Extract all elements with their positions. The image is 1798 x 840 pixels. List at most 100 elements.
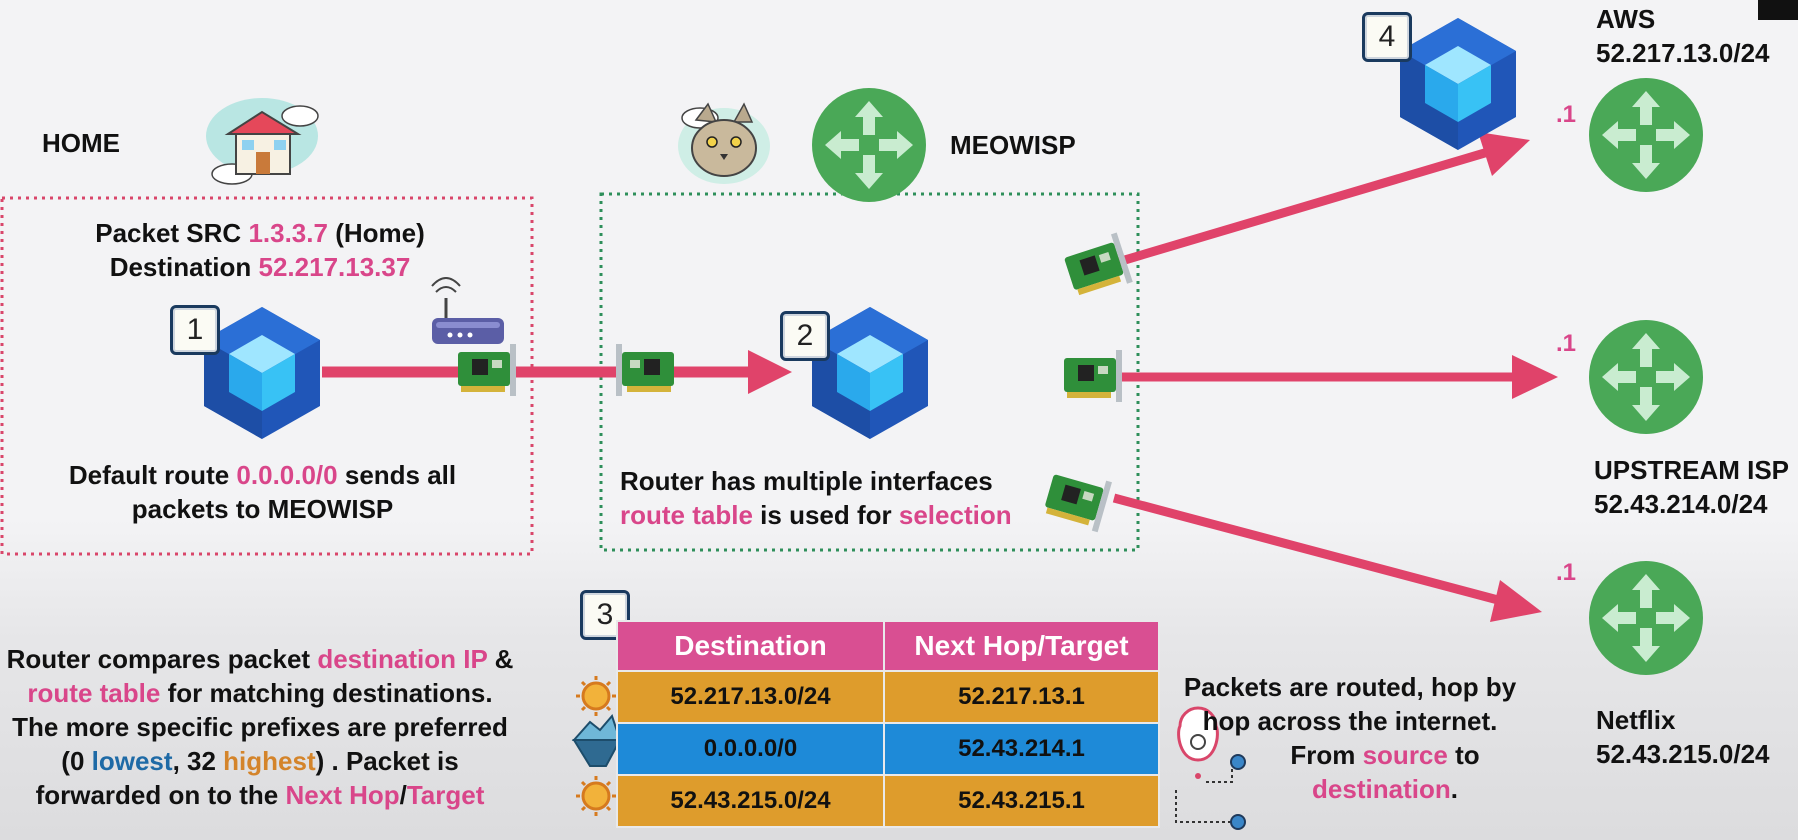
hop-suffix-aws: .1 [1556,101,1577,128]
hop-note-text: . [1450,774,1458,804]
nic-icon [616,344,674,396]
compare-text: forwarded on to the [35,780,279,810]
hop-note-text: From [1290,740,1356,770]
meowisp-router-icon [812,88,926,202]
upstream-cidr: 52.43.214.0/24 [1594,489,1768,519]
netflix-name: Netflix [1596,705,1676,735]
packet-info: Packet SRC 1.3.3.7 (Home) Destination 52… [70,216,450,284]
sun-icon [574,674,618,718]
route-table: Destination Next Hop/Target 52.217.13.0/… [616,620,1160,828]
iceberg-icon [571,714,622,767]
router-note-route-table: route table [620,500,753,530]
compare-route-table: route table [27,678,161,708]
default-route-value: 0.0.0.0/0 [236,460,338,490]
hop-note-source: source [1362,740,1448,770]
router-note-mid: is used for [760,500,892,530]
compare-text: Router compares packet [6,644,311,674]
aws-router-icon [1589,78,1703,192]
route-hop-cell: 52.43.214.1 [883,722,1160,776]
compare-destination-ip: destination IP [317,644,488,674]
table-row: 52.217.13.0/24 52.217.13.1 [616,670,1160,724]
compare-line-1: Router compares packet destination IP & [0,642,520,676]
packet-src-line: Packet SRC 1.3.3.7 (Home) [70,216,450,250]
hop-note-line-1: Packets are routed, hop by [1183,672,1517,702]
route-compare-note: Router compares packet destination IP & … [0,642,520,812]
home-house-icon [206,98,319,185]
hop-note-destination: destination [1312,774,1451,804]
route-table-header: Destination Next Hop/Target [616,620,1160,672]
home-boundary [0,196,534,556]
hop-note-line-2: hop across the internet. [1202,706,1498,736]
nic-icon [1061,232,1133,300]
packet-src-ip: 1.3.3.7 [248,218,328,248]
netflix-label: Netflix 52.43.215.0/24 [1596,703,1770,771]
compare-target: Target [406,780,485,810]
packet-src-prefix: Packet SRC [95,218,242,248]
router-note-line-1: Router has multiple interfaces [620,466,993,496]
default-route-note: Default route 0.0.0.0/0 sends all packet… [40,458,485,526]
hop-note-line-4: destination. [1160,772,1540,806]
nic-icon [458,344,516,396]
step-3-badge: 3 [580,590,630,640]
netflix-router-icon [1589,561,1703,675]
table-row: 52.43.215.0/24 52.43.215.1 [616,774,1160,828]
compare-text: for matching destinations. [167,678,493,708]
nic-icon [1041,466,1112,533]
step-2-badge: 2 [780,311,830,361]
nic-icon [1064,350,1122,402]
step-4-badge: 4 [1362,12,1412,62]
compare-lowest: lowest [91,746,173,776]
compare-text: & [494,644,514,674]
router-note-selection: selection [898,500,1012,530]
packet-src-suffix: (Home) [335,218,425,248]
default-route-text: Default route [68,460,230,490]
default-route-line-1: Default route 0.0.0.0/0 sends all [40,458,485,492]
route-dest-cell: 52.43.215.0/24 [616,774,885,828]
map-pin-route-icon [1175,706,1246,830]
compare-highest: highest [223,746,316,776]
netflix-cidr: 52.43.215.0/24 [1596,739,1770,769]
upstream-router-icon [1589,320,1703,434]
compare-next-hop: Next Hop [285,780,400,810]
aws-label: AWS 52.217.13.0/24 [1596,2,1770,70]
corner-button[interactable] [1758,0,1798,20]
compare-line-5: forwarded on to the Next Hop/Target [0,778,520,812]
router-note-line-2: route table is used for selection [620,498,1012,532]
router-note: Router has multiple interfaces route tab… [620,464,1012,532]
compare-text: ) . Packet is [315,746,459,776]
packet-dst-prefix: Destination [109,252,252,282]
aws-host-cube-icon [1400,18,1516,150]
table-row: 0.0.0.0/0 52.43.214.1 [616,722,1160,776]
route-table-header-destination: Destination [616,620,885,672]
compare-text: , 32 [172,746,216,776]
compare-text: / [399,780,407,810]
route-hop-cell: 52.43.215.1 [883,774,1160,828]
default-route-text-2: sends all [344,460,457,490]
meowisp-label: MEOWISP [950,130,1076,160]
upstream-label: UPSTREAM ISP 52.43.214.0/24 [1594,453,1789,521]
home-label: HOME [42,128,120,158]
home-host-cube-icon [204,307,320,439]
compare-line-2: route table for matching destinations. [0,676,520,710]
hop-note-text: to [1455,740,1480,770]
hop-by-hop-note: Packets are routed, hop by hop across th… [1160,670,1540,806]
wifi-router-icon [431,277,504,344]
default-route-line-2: packets to MEOWISP [131,494,394,524]
aws-name: AWS [1596,4,1656,34]
cat-logo-icon [678,102,770,184]
route-dest-cell: 0.0.0.0/0 [616,722,885,776]
sun-icon [574,774,618,818]
compare-line-4: (0 lowest, 32 highest) . Packet is [0,744,520,778]
route-hop-cell: 52.217.13.1 [883,670,1160,724]
compare-text: (0 [61,746,85,776]
aws-cidr: 52.217.13.0/24 [1596,38,1770,68]
step-1-badge: 1 [170,305,220,355]
compare-line-3: The more specific prefixes are preferred [12,712,508,742]
hop-suffix-upstream: .1 [1556,330,1577,357]
packet-dst-ip: 52.217.13.37 [258,252,411,282]
route-dest-cell: 52.217.13.0/24 [616,670,885,724]
hop-note-line-3: From source to [1160,738,1540,772]
route-table-header-next-hop: Next Hop/Target [883,620,1160,672]
upstream-name: UPSTREAM ISP [1594,455,1790,485]
